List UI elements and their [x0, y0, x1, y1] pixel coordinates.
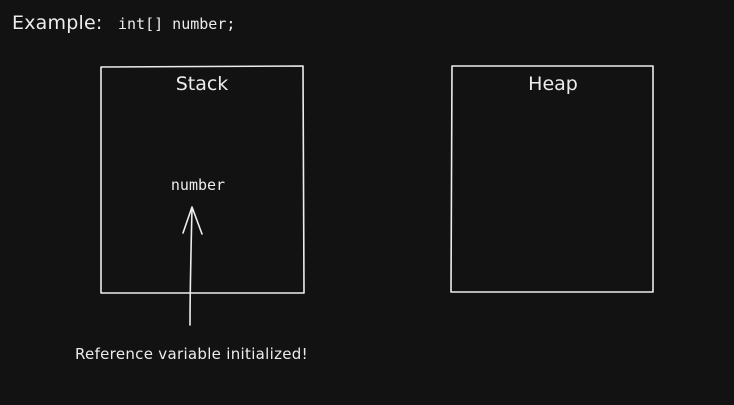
- example-code: int[] number;: [118, 15, 236, 33]
- stack-variable-number: number: [170, 176, 226, 194]
- arrow-head: [182, 206, 203, 235]
- example-label: Example:: [12, 12, 103, 34]
- annotation-text: Reference variable initialized!: [75, 345, 308, 363]
- heap-title: Heap: [528, 73, 578, 95]
- reference-arrow: [182, 206, 203, 326]
- heap-box: [450, 65, 654, 293]
- stack-title: Stack: [175, 73, 229, 95]
- stack-box: [100, 65, 305, 294]
- arrow-shaft: [189, 207, 193, 326]
